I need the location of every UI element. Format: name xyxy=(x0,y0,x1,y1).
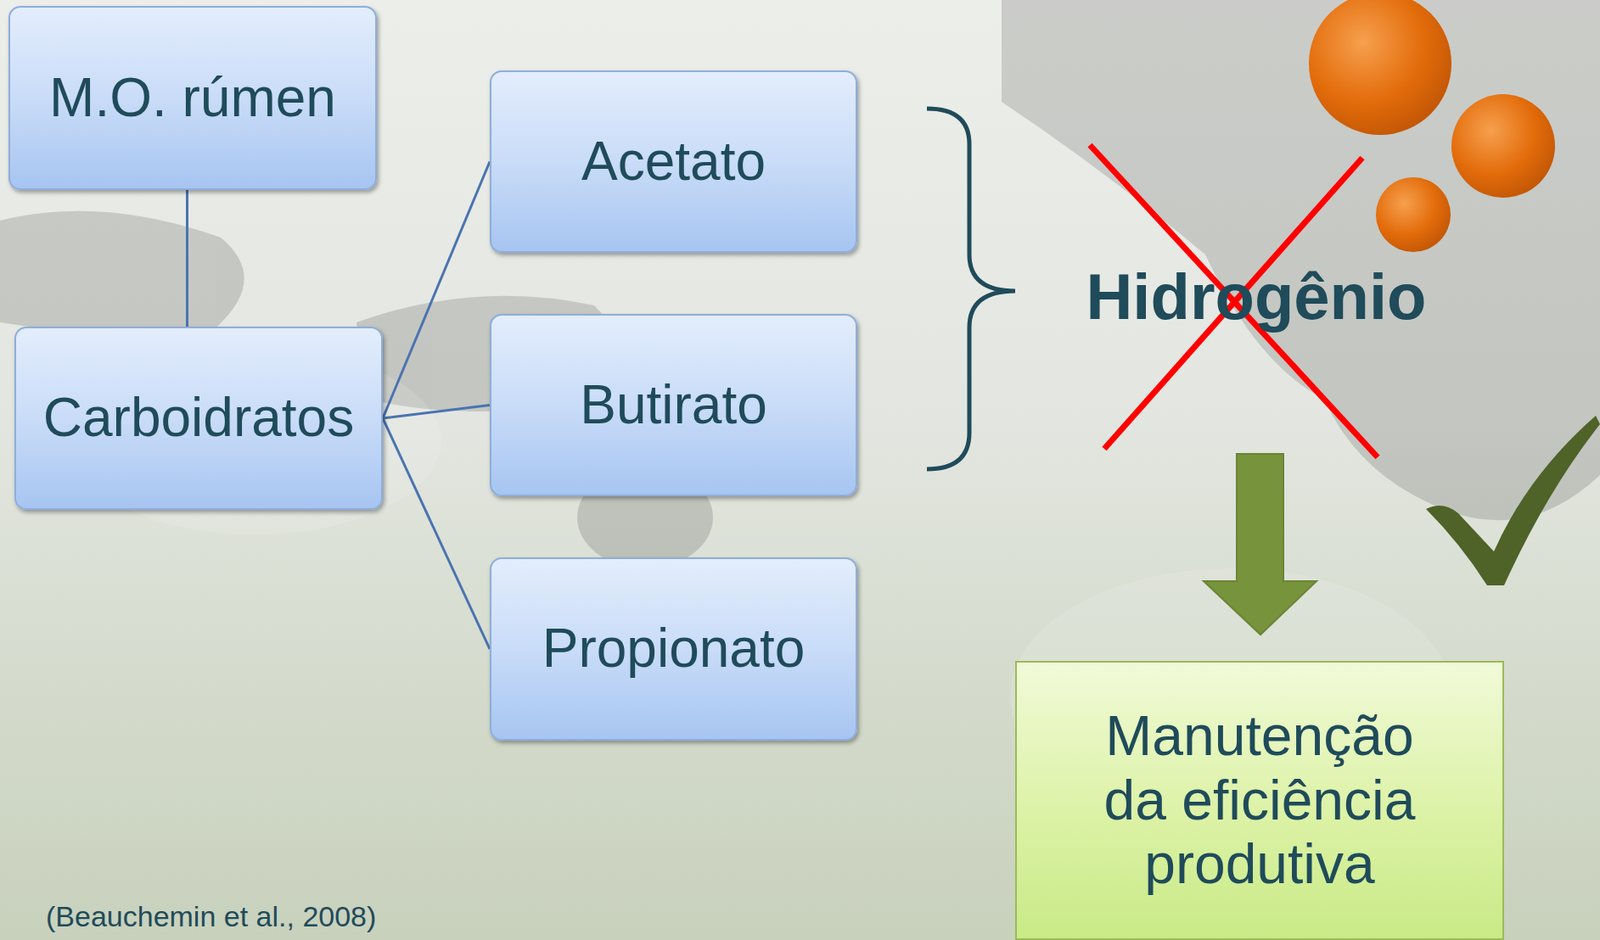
check-mark xyxy=(1425,415,1600,586)
process-box: Propionato xyxy=(489,557,858,742)
process-box: Carboidratos xyxy=(14,326,383,511)
process-box: Acetato xyxy=(489,70,858,253)
node-text: M.O. rúmen xyxy=(49,67,337,130)
citation: (Beauchemin et al., 2008) xyxy=(45,901,377,933)
orange-circle xyxy=(1308,0,1452,135)
orange-circle xyxy=(1375,177,1451,253)
bracket xyxy=(926,108,1016,470)
down-arrow xyxy=(1203,454,1317,635)
node-text: Acetato xyxy=(581,130,766,194)
process-box: M.O. rúmen xyxy=(8,5,377,191)
connector xyxy=(382,405,490,420)
node-text: Propionato xyxy=(542,617,806,681)
connector xyxy=(382,162,490,420)
result-box: Manutenção da eficiência produtiva xyxy=(1015,661,1505,940)
connector xyxy=(382,418,490,650)
hydrogen-label: Hidrogênio xyxy=(1085,261,1426,333)
node-text: Manutenção da eficiência produtiva xyxy=(1081,704,1438,899)
orange-circle xyxy=(1451,94,1556,198)
connector xyxy=(185,190,189,327)
node-text: Carboidratos xyxy=(43,387,354,450)
process-box: Butirato xyxy=(489,314,858,497)
node-text: Butirato xyxy=(579,374,768,438)
